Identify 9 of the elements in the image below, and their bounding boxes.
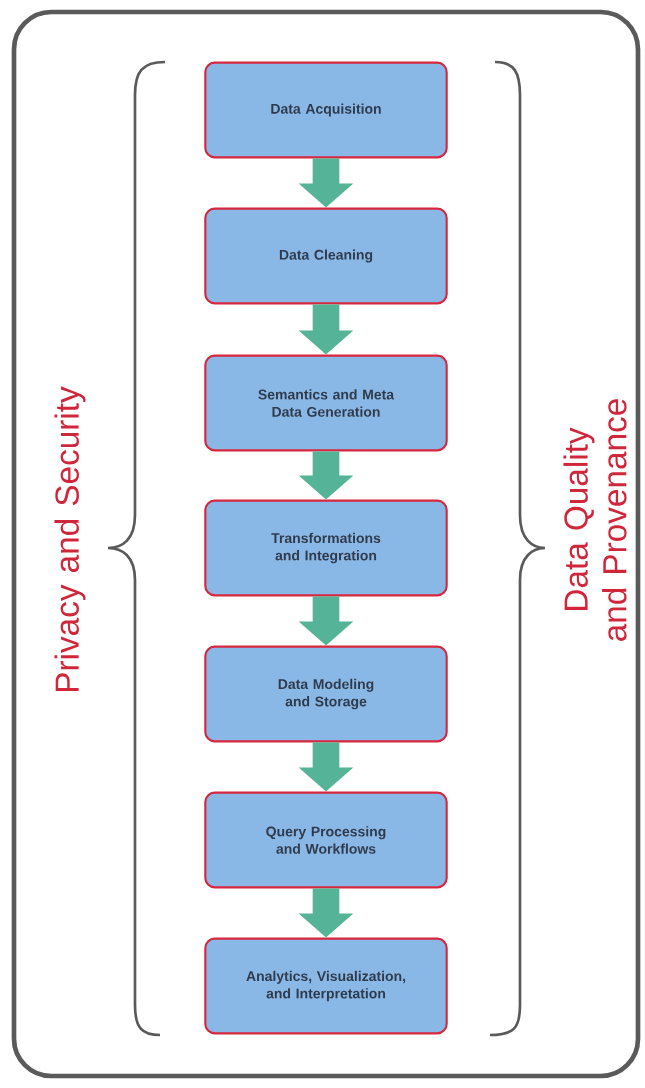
side-label: Data Quality and Provenance <box>563 399 627 641</box>
side-label: Privacy and Security <box>54 386 86 692</box>
process-box: Data Modeling and Storage <box>204 645 448 743</box>
process-box: Semantics and Meta Data Generation <box>204 354 448 452</box>
process-box: Analytics, Visualization, and Interpretation <box>204 937 448 1035</box>
process-box: Transformations and Integration <box>204 499 448 597</box>
process-box: Data Acquisition <box>204 61 448 159</box>
process-box: Query Processing and Workflows <box>204 791 448 889</box>
process-box: Data Cleaning <box>204 207 448 305</box>
